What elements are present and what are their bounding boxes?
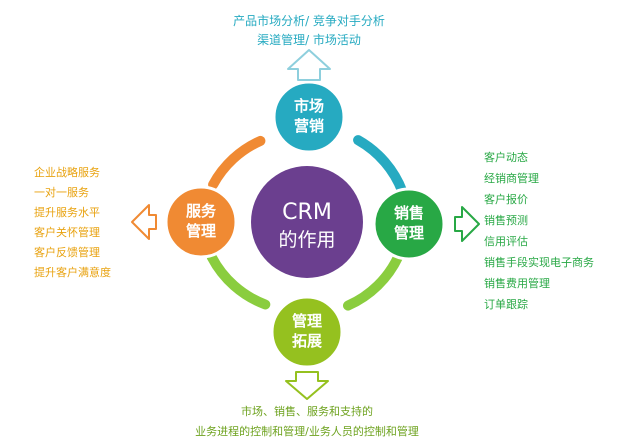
top-text-line2: 渠道管理/ 市场活动 xyxy=(257,32,361,47)
right-list-item: 销售手段实现电子商务 xyxy=(484,255,594,269)
arrow-right-icon xyxy=(454,206,480,242)
node-right-circle xyxy=(372,187,446,261)
node-top-line2: 营销 xyxy=(294,117,324,135)
node-left-line2: 管理 xyxy=(186,222,216,240)
ring-arc-top-right xyxy=(353,135,408,197)
node-right-line1: 销售 xyxy=(394,204,424,222)
node-left-circle xyxy=(164,185,238,259)
bottom-text-line1: 市场、销售、服务和支持的 xyxy=(241,404,373,418)
left-list-item: 客户反馈管理 xyxy=(34,245,100,259)
left-list: 企业战略服务 一对一服务 提升服务水平 客户关怀管理 客户反馈管理 提升客户满意… xyxy=(34,165,111,279)
left-list-item: 提升客户满意度 xyxy=(34,265,111,279)
right-list-item: 客户动态 xyxy=(484,150,528,164)
left-list-item: 一对一服务 xyxy=(34,185,89,199)
center-circle xyxy=(251,166,363,278)
right-list-item: 销售预测 xyxy=(484,213,528,227)
node-bottom-circle xyxy=(270,295,344,369)
node-right-line2: 管理 xyxy=(394,224,424,242)
left-list-item: 客户关怀管理 xyxy=(34,225,100,239)
right-list-item: 销售费用管理 xyxy=(484,276,550,290)
arrow-left-icon xyxy=(131,204,157,240)
ring-arc-right-bottom xyxy=(343,251,404,311)
ring-arc-bottom-left xyxy=(206,252,271,310)
right-list: 客户动态 经销商管理 客户报价 销售预测 信用评估 销售手段实现电子商务 销售费… xyxy=(484,150,594,311)
arrow-down-icon xyxy=(285,371,329,400)
node-left-line1: 服务 xyxy=(186,202,217,220)
right-list-item: 信用评估 xyxy=(484,235,528,248)
node-bottom-line2: 拓展 xyxy=(292,332,322,350)
center-label-line2: 的作用 xyxy=(278,229,335,251)
node-bottom-line1: 管理 xyxy=(292,312,322,330)
ring-arc-left-top xyxy=(208,135,266,190)
left-list-item: 提升服务水平 xyxy=(34,206,100,219)
right-list-item: 经销商管理 xyxy=(484,171,539,185)
right-list-item: 订单跟踪 xyxy=(484,297,528,311)
node-top-circle xyxy=(272,80,346,154)
center-label-line1: CRM xyxy=(282,200,332,225)
top-text-line1: 产品市场分析/ 竞争对手分析 xyxy=(233,13,385,28)
bottom-text-line2: 业务进程的控制和管理/业务人员的控制和管理 xyxy=(195,424,419,438)
arrow-up-icon xyxy=(287,49,331,81)
left-list-item: 企业战略服务 xyxy=(34,165,100,179)
node-top-line1: 市场 xyxy=(294,97,324,115)
right-list-item: 客户报价 xyxy=(484,192,528,206)
